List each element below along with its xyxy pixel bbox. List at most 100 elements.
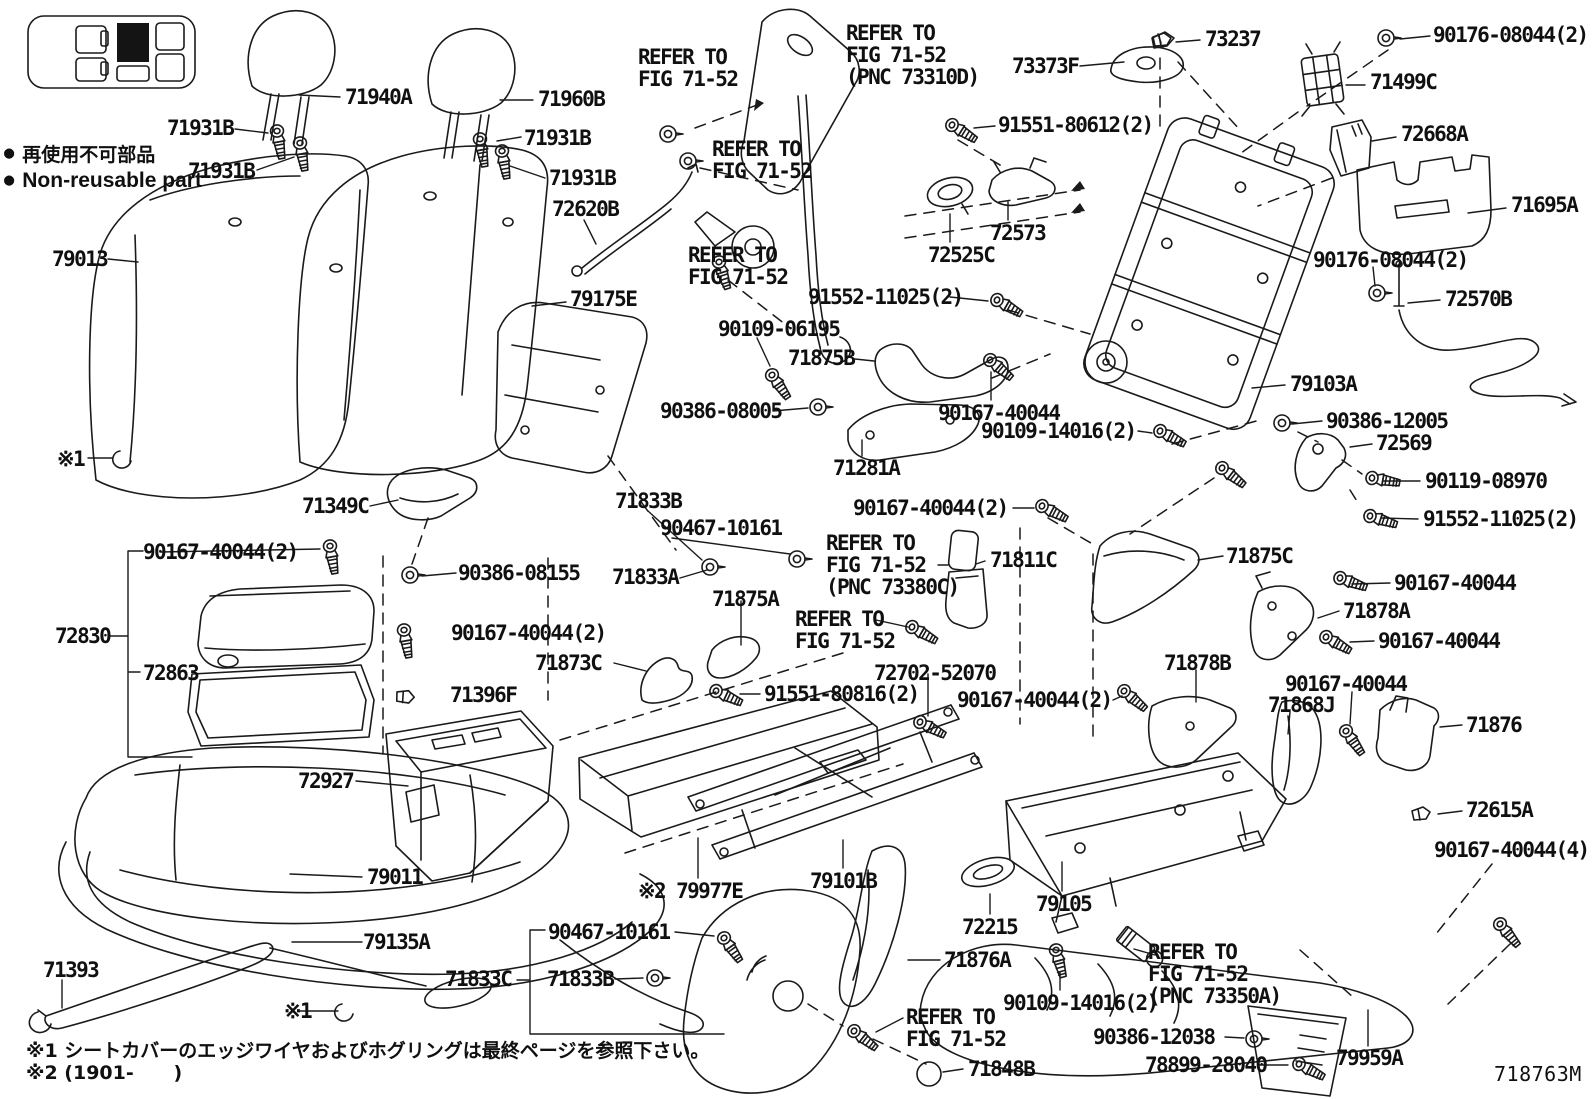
part-number-label: 71833B <box>615 489 683 513</box>
reference-note-label: REFER TO FIG 71-52 (PNC 73350A) <box>1148 940 1282 1008</box>
reference-note-label: REFER TO FIG 71-52 <box>688 243 789 289</box>
part-number-label: 91551-80612(2) <box>998 113 1154 137</box>
seat-cushion <box>74 746 570 925</box>
side-shield <box>682 888 861 1094</box>
part-number-label: 90109-14016(2) <box>1003 991 1159 1015</box>
part-number-label: 90386-08005 <box>660 399 783 423</box>
bolt-icon <box>1115 925 1164 968</box>
footnote-1: ※1 シートカバーのエッジワイヤおよびホグリングは最終ページを参照下さい。 <box>26 1040 710 1062</box>
part-number-label: 90176-08044(2) <box>1433 23 1589 47</box>
cap-icon <box>916 1061 942 1087</box>
reference-note-label: REFER TO FIG 71-52 (PNC 73380C) <box>826 531 960 599</box>
legend-text-en: Non-reusable part <box>22 168 202 192</box>
seat-back-frame <box>1083 114 1335 431</box>
part-number-label: 90167-40044 <box>1394 571 1517 595</box>
part-number-label: 79135A <box>363 930 431 954</box>
part-number-label: 90167-40044(2) <box>957 688 1113 712</box>
assembly-reference-lines <box>382 49 1511 1065</box>
part-number-label: 72668A <box>1401 122 1469 146</box>
fasteners <box>111 29 1524 1087</box>
armrest-assembly <box>187 584 375 747</box>
part-number-label: 90167-40044(2) <box>451 621 607 645</box>
part-number-label: 71833A <box>612 565 680 589</box>
part-number-label: 71875B <box>788 346 856 370</box>
part-number-label: 71931B <box>167 116 235 140</box>
reference-note-label: REFER TO FIG 71-52 <box>795 607 896 653</box>
part-number-label: 71281A <box>833 456 901 480</box>
part-number-label: 72620B <box>552 197 620 221</box>
window-switch-icon <box>27 15 196 89</box>
part-number-label: 72570B <box>1445 287 1513 311</box>
part-number-label: 71811C <box>990 548 1058 572</box>
part-number-label: 72525C <box>928 243 996 267</box>
reference-note-label: REFER TO FIG 71-52 <box>712 137 813 183</box>
part-number-label: 72573 <box>990 221 1047 245</box>
part-number-label: 79013 <box>52 247 109 271</box>
reference-note-label: REFER TO FIG 71-52 <box>638 45 739 91</box>
part-number-label: 72927 <box>298 769 355 793</box>
legend: ● 再使用不可部品 ● Non-reusable part <box>4 140 202 194</box>
part-number-label: ※2 79977E <box>638 879 744 903</box>
part-number-label: 79175E <box>570 287 638 311</box>
part-number-label: 71499C <box>1370 70 1438 94</box>
part-number-label: 72569 <box>1376 431 1433 455</box>
part-number-label: 71876A <box>944 948 1012 972</box>
part-number-label: 91552-11025(2) <box>808 285 964 309</box>
part-number-label: 91552-11025(2) <box>1423 507 1579 531</box>
part-number-label: 78899-28040 <box>1145 1053 1268 1077</box>
side-garnish <box>838 845 907 1008</box>
part-number-label: 71848B <box>968 1057 1036 1081</box>
hog-ring-icon <box>111 450 132 469</box>
part-number-label: 71878A <box>1343 599 1411 623</box>
seat-belt-assembly <box>694 8 860 365</box>
part-number-label: 90109-06195 <box>718 317 841 341</box>
part-number-label: 71931B <box>188 159 256 183</box>
part-number-label: 73373F <box>1012 54 1080 78</box>
part-number-label: 71875C <box>1226 544 1294 568</box>
part-number-label: 71833B <box>547 967 615 991</box>
part-number-label: 90386-12005 <box>1326 409 1449 433</box>
hog-ring-tool <box>28 942 492 1034</box>
footnote-2: ※2 (1901- ) <box>26 1062 183 1084</box>
headrest-left <box>247 9 336 145</box>
part-number-label: 72702-52070 <box>874 661 997 685</box>
part-number-label: 71873C <box>535 651 603 675</box>
seat-back-cover <box>386 467 478 521</box>
part-number-label: 72830 <box>55 624 112 648</box>
small-brackets <box>640 31 1492 888</box>
part-number-label: 72615A <box>1466 798 1534 822</box>
release-cables <box>571 163 1577 407</box>
part-number-label: 90467-10161 <box>660 516 783 540</box>
part-number-label: 73237 <box>1205 27 1262 51</box>
part-number-label: 71833C <box>445 967 513 991</box>
legend-row-jp: ● 再使用不可部品 <box>4 140 202 167</box>
part-number-label: 71960B <box>538 87 606 111</box>
part-number-label: 72215 <box>962 915 1019 939</box>
part-number-label: 90167-40044 <box>1378 629 1501 653</box>
part-number-label: 71695A <box>1511 193 1579 217</box>
legend-text-jp: 再使用不可部品 <box>22 144 156 166</box>
part-number-label: 90109-14016(2) <box>981 419 1137 443</box>
hog-ring-icon <box>333 1003 354 1022</box>
rear-panel <box>919 943 1414 1097</box>
part-number-label: 72863 <box>143 661 200 685</box>
part-number-label: 90167-40044 <box>938 401 1061 425</box>
part-number-label: ※1 <box>57 447 86 471</box>
reference-note-label: REFER TO FIG 71-52 <box>906 1005 1007 1051</box>
seat-rail-assembly <box>687 704 983 860</box>
part-number-label: 71878B <box>1164 651 1232 675</box>
part-number-label: 71393 <box>43 958 100 982</box>
part-number-label: 90167-40044 <box>1285 672 1408 696</box>
part-number-label: 90119-08970 <box>1425 469 1548 493</box>
part-number-label: 91551-80816(2) <box>764 682 920 706</box>
part-number-label: 90167-40044(2) <box>853 496 1009 520</box>
part-number-label: 90386-12038 <box>1093 1025 1216 1049</box>
part-number-label: 71931B <box>524 126 592 150</box>
non-reusable-bullet-icon: ● <box>4 170 15 190</box>
console-box <box>385 710 554 882</box>
part-number-label: 79011 <box>367 865 424 889</box>
part-number-label: 71875A <box>712 587 780 611</box>
seat-cushion-cover <box>58 841 704 1034</box>
